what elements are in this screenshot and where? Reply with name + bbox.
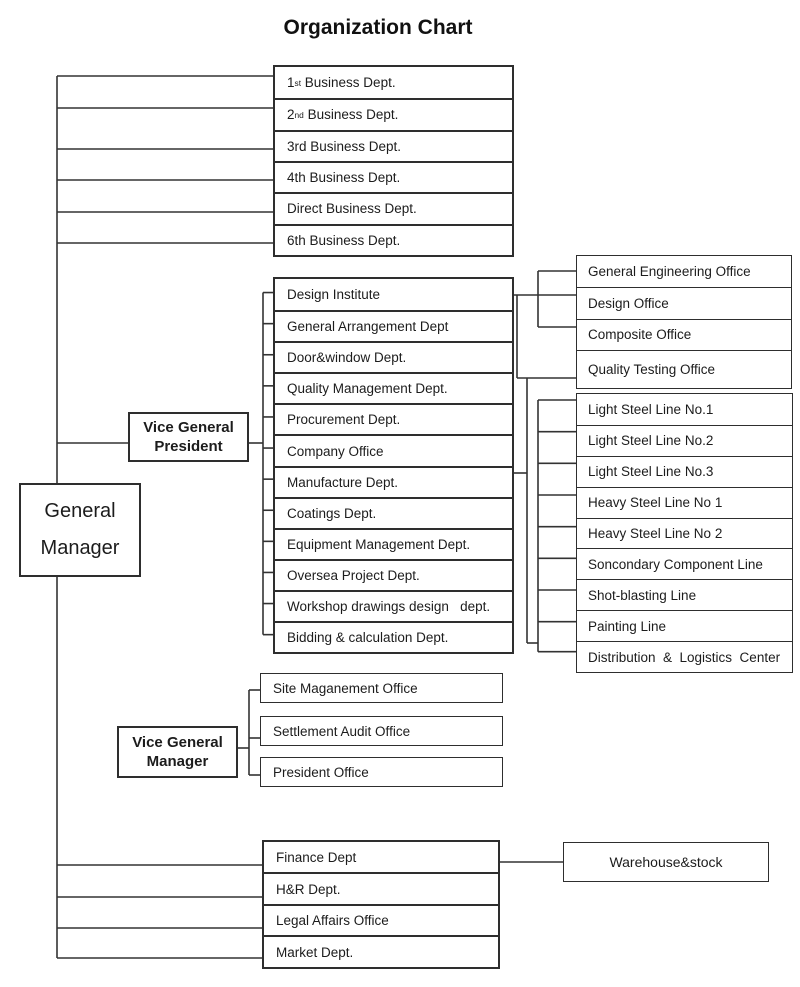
org-box: Heavy Steel Line No 2 bbox=[577, 517, 792, 549]
vice-general-manager-box: Vice General Manager bbox=[117, 726, 238, 778]
org-box: Market Dept. bbox=[264, 935, 498, 967]
org-box: Design Institute bbox=[287, 287, 381, 303]
org-box: H&R Dept. bbox=[264, 872, 498, 904]
page-title: Organization Chart bbox=[283, 16, 473, 39]
org-box: Manufacture Dept. bbox=[275, 465, 512, 497]
org-box: Oversea Project Dept. bbox=[275, 558, 512, 590]
org-box: General Engineering Office bbox=[588, 264, 751, 280]
org-box: Procurement Dept. bbox=[275, 403, 512, 434]
org-box: Settlement Audit Office bbox=[260, 716, 503, 746]
vice-general-president-box: Vice General President bbox=[128, 412, 249, 462]
org-box: Light Steel Line No.2 bbox=[577, 424, 792, 456]
general-manager-line1: General bbox=[44, 499, 116, 522]
org-box: Composite Office bbox=[577, 318, 791, 350]
vice-general-president-line1: Vice General bbox=[143, 419, 234, 436]
org-box: Soncondary Component Line bbox=[577, 548, 792, 579]
org-box: Legal Affairs Office bbox=[264, 904, 498, 935]
org-box: Heavy Steel Line No 1 bbox=[577, 486, 792, 518]
vice-general-manager-line1: Vice General bbox=[132, 734, 223, 751]
org-box: Light Steel Line No.3 bbox=[577, 455, 792, 487]
org-box: 4th Business Dept. bbox=[275, 160, 512, 192]
org-box: General Arrangement Dept bbox=[275, 310, 512, 341]
org-box: Design Office bbox=[577, 287, 791, 318]
org-box: Coatings Dept. bbox=[275, 496, 512, 528]
org-box: 6th Business Dept. bbox=[275, 223, 512, 255]
vice-general-president-line2: President bbox=[154, 438, 223, 455]
org-box: Workshop drawings design dept. bbox=[275, 589, 512, 621]
vice-general-manager-line2: Manager bbox=[146, 753, 209, 770]
org-box: President Office bbox=[260, 757, 503, 787]
org-box: Quality Management Dept. bbox=[275, 372, 512, 403]
org-box: Company Office bbox=[275, 434, 512, 465]
org-box: Distribution & Logistics Center bbox=[577, 641, 792, 672]
org-box: Equipment Management Dept. bbox=[275, 527, 512, 559]
org-box: Shot-blasting Line bbox=[577, 579, 792, 610]
org-box: Painting Line bbox=[577, 610, 792, 641]
warehouse-stock-box: Warehouse&stock bbox=[563, 842, 769, 882]
org-box: Finance Dept bbox=[276, 849, 357, 865]
org-box: Direct Business Dept. bbox=[275, 192, 512, 223]
general-manager-line2: Manager bbox=[40, 537, 120, 560]
org-box: Quality Testing Office bbox=[577, 349, 791, 388]
org-box: Bidding & calculation Dept. bbox=[275, 621, 512, 652]
org-box: Site Maganement Office bbox=[260, 673, 503, 703]
warehouse-stock-label: Warehouse&stock bbox=[609, 854, 723, 870]
general-manager-box: General Manager bbox=[19, 483, 141, 577]
org-box: Door&window Dept. bbox=[275, 341, 512, 372]
org-box: 3rd Business Dept. bbox=[275, 129, 512, 161]
org-box: Light Steel Line No.1 bbox=[588, 401, 714, 417]
